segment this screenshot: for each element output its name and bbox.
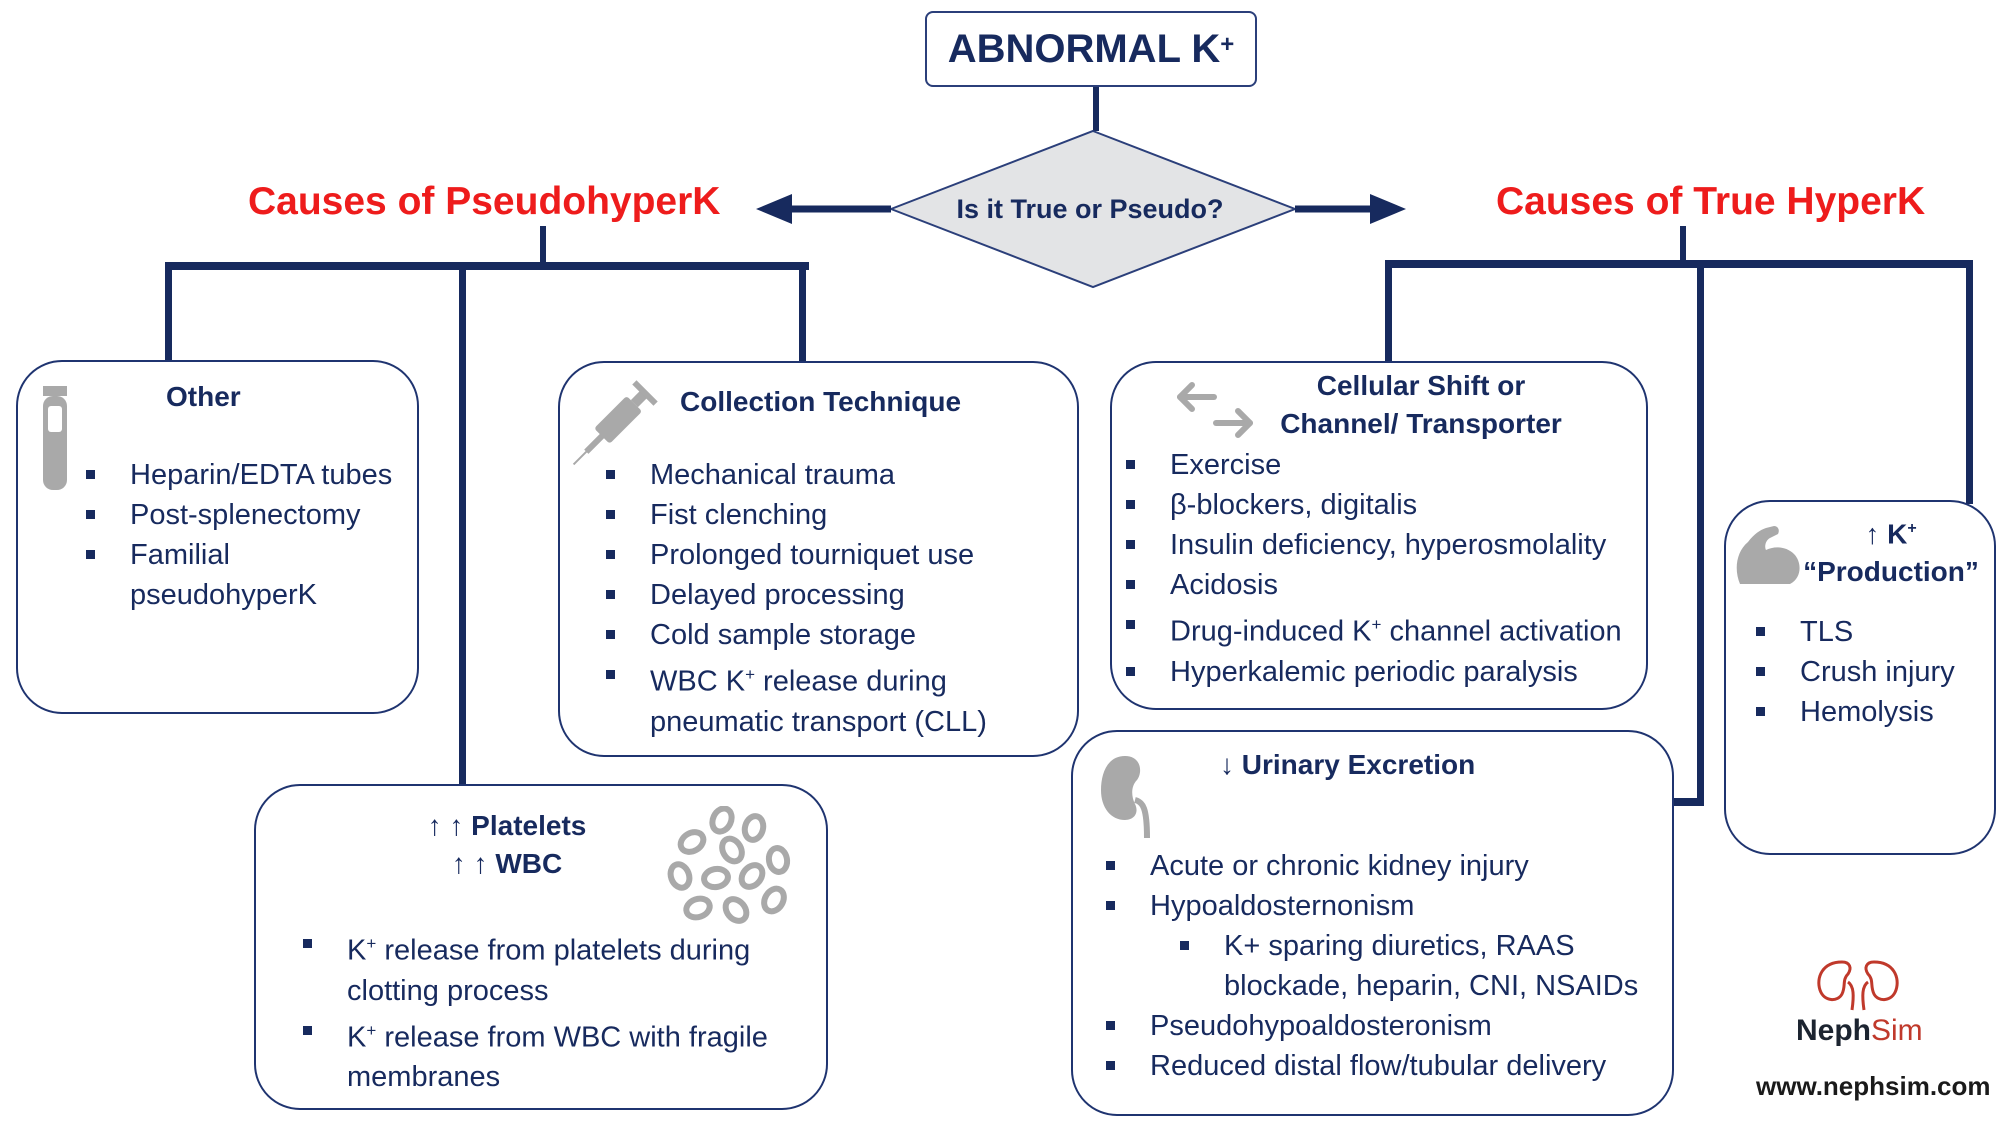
- box-urinary: ↓ Urinary Excretion Acute or chronic kid…: [1071, 730, 1674, 1116]
- list-item: Post-splenectomy: [86, 495, 406, 535]
- kidney-icon: [1101, 756, 1150, 839]
- item-text: K: [347, 1021, 367, 1054]
- decision-diamond: [888, 129, 1298, 289]
- box-production-arrow: ↑ K: [1865, 518, 1908, 550]
- list-item: β-blockers, digitalis: [1126, 485, 1646, 525]
- logo-bold: Neph: [1796, 1014, 1871, 1047]
- logo-text: NephSim: [1796, 1014, 1923, 1048]
- item-text: release from WBC with fragile membranes: [347, 1021, 768, 1094]
- list-item: WBC K+ release during pneumatic transpor…: [606, 655, 1066, 742]
- muscle-icon: [1736, 526, 1800, 584]
- shift-arrows-icon: [1177, 382, 1253, 438]
- box-collection-title: Collection Technique: [680, 386, 962, 417]
- test-tube-icon: [43, 386, 67, 490]
- list-item: Acute or chronic kidney injury: [1106, 846, 1666, 886]
- item-text: WBC K: [650, 665, 746, 698]
- list-item: Fist clenching: [606, 495, 1066, 535]
- list-item: Drug-induced K+ channel activation: [1126, 605, 1646, 652]
- kidneys-logo-icon: [1817, 960, 1899, 1011]
- item-text: Drug-induced K: [1170, 615, 1372, 648]
- list-item: Exercise: [1126, 445, 1646, 485]
- box-production: ↑ K+ “Production” TLS Crush injury Hemol…: [1724, 500, 1996, 855]
- cells-icon: [667, 806, 791, 924]
- connector-right-drop-production: [1966, 260, 1973, 504]
- list-item: Mechanical trauma: [606, 455, 1066, 495]
- box-platelets-list: K+ release from platelets during clottin…: [303, 924, 803, 1097]
- list-item: Insulin deficiency, hyperosmolality: [1126, 525, 1646, 565]
- title-sup: +: [1220, 31, 1235, 58]
- decision-label: Is it True or Pseudo?: [956, 193, 1224, 224]
- item-text: K: [347, 934, 367, 967]
- arrow-left-head: [756, 194, 792, 224]
- list-item: Prolonged tourniquet use: [606, 535, 1066, 575]
- box-cellular: Cellular Shift or Channel/ Transporter E…: [1110, 361, 1648, 710]
- list-item: Familial pseudohyperK: [86, 535, 406, 615]
- item-text: release from platelets during clotting p…: [347, 934, 751, 1007]
- box-other-list: Heparin/EDTA tubes Post-splenectomy Fami…: [86, 455, 406, 615]
- left-branch-title: Causes of PseudohyperK: [248, 180, 721, 223]
- connector-left-drop-collection: [799, 266, 806, 361]
- connector-title-diamond: [1093, 87, 1099, 131]
- box-urinary-title: ↓ Urinary Excretion: [1220, 749, 1476, 780]
- syringe-icon: [572, 380, 658, 466]
- box-production-list: TLS Crush injury Hemolysis: [1756, 612, 1986, 732]
- list-item: Hypoaldosternonism: [1106, 886, 1666, 926]
- connector-right-drop-cellular: [1385, 260, 1392, 362]
- connector-right-stem: [1680, 226, 1686, 268]
- title-text: ABNORMAL K: [947, 26, 1221, 71]
- box-production-title: ↑ K+ “Production”: [1786, 510, 1996, 591]
- connector-left-drop-platelets: [459, 266, 466, 784]
- box-cellular-line2: Channel/ Transporter: [1280, 408, 1562, 439]
- box-platelets-title: ↑ ↑ Platelets ↑ ↑ WBC: [390, 807, 624, 883]
- list-item: Reduced distal flow/tubular delivery: [1106, 1046, 1666, 1086]
- item-text: channel activation: [1381, 615, 1622, 648]
- box-cellular-line1: Cellular Shift or: [1316, 370, 1526, 401]
- list-item: Crush injury: [1756, 652, 1986, 692]
- logo-thin: Sim: [1871, 1014, 1923, 1047]
- item-sup: +: [366, 934, 377, 953]
- list-item: Heparin/EDTA tubes: [86, 455, 406, 495]
- item-sup: +: [1371, 615, 1382, 634]
- list-item: Delayed processing: [606, 575, 1066, 615]
- website-url[interactable]: www.nephsim.com: [1756, 1071, 1991, 1101]
- box-collection: Collection Technique Mechanical trauma F…: [558, 361, 1079, 757]
- title-box: ABNORMAL K+: [925, 11, 1257, 87]
- box-platelets-line2: ↑ ↑ WBC: [451, 848, 563, 879]
- box-production-sup: +: [1907, 520, 1917, 537]
- list-item: Cold sample storage: [606, 615, 1066, 655]
- list-item: K+ release from platelets during clottin…: [303, 924, 803, 1011]
- list-item: K+ release from WBC with fragile membran…: [303, 1011, 803, 1098]
- list-item-sub: K+ sparing diuretics, RAAS blockade, hep…: [1106, 926, 1666, 1006]
- box-urinary-list: Acute or chronic kidney injury Hypoaldos…: [1106, 846, 1666, 1086]
- connector-right-drop-urinary: [1697, 262, 1704, 806]
- box-collection-list: Mechanical trauma Fist clenching Prolong…: [606, 455, 1066, 742]
- connector-left-drop-other: [165, 262, 172, 360]
- box-platelets-line1: ↑ ↑ Platelets: [427, 810, 587, 841]
- list-item: TLS: [1756, 612, 1986, 652]
- list-item: Hyperkalemic periodic paralysis: [1126, 652, 1646, 692]
- box-other-title: Other: [166, 381, 241, 412]
- connector-right-hook-urinary: [1671, 798, 1704, 806]
- box-production-line1: ↑ K+: [1786, 510, 1996, 553]
- connector-left-bar: [165, 262, 809, 270]
- box-cellular-title: Cellular Shift or Channel/ Transporter: [1276, 367, 1566, 443]
- connector-left-stem: [540, 226, 546, 268]
- item-sup: +: [745, 665, 755, 684]
- box-platelets: ↑ ↑ Platelets ↑ ↑ WBC K+ release from pl…: [254, 784, 828, 1110]
- connector-right-bar: [1385, 260, 1973, 268]
- item-sup: +: [366, 1020, 377, 1040]
- list-item: Acidosis: [1126, 565, 1646, 605]
- arrow-right-head: [1370, 194, 1406, 224]
- list-item: Pseudohypoaldosteronism: [1106, 1006, 1666, 1046]
- box-cellular-list: Exercise β-blockers, digitalis Insulin d…: [1126, 445, 1646, 692]
- list-item: Hemolysis: [1756, 692, 1986, 732]
- box-other: Other Heparin/EDTA tubes Post-splenectom…: [16, 360, 419, 714]
- box-production-line2: “Production”: [1803, 556, 1979, 588]
- right-branch-title: Causes of True HyperK: [1496, 180, 1926, 223]
- item-text: release during pneumatic transport (CLL): [650, 665, 987, 738]
